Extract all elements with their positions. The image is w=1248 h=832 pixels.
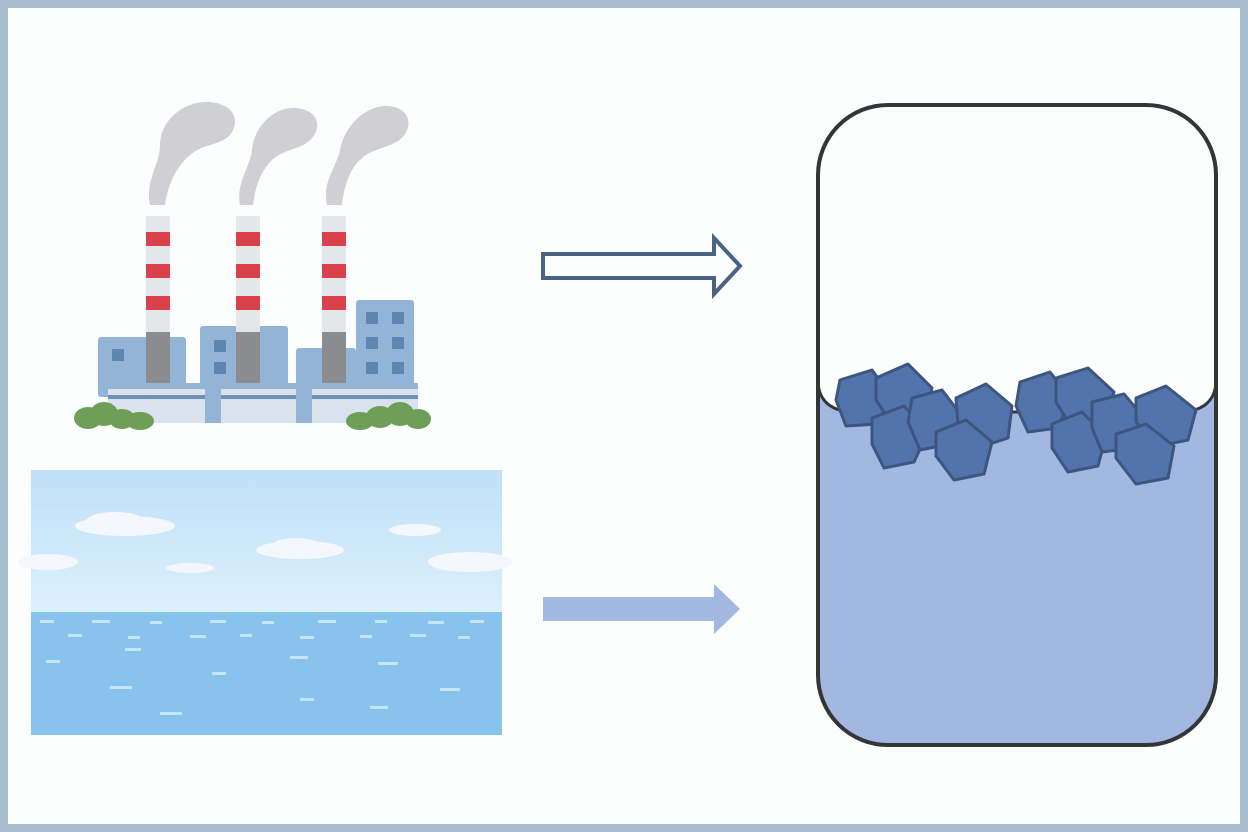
smoke-icon [148, 101, 409, 205]
filled-arrow-right-icon [543, 584, 740, 634]
cloud-icon [18, 512, 512, 573]
tank-liquid [818, 380, 1216, 745]
factory-icon [74, 101, 431, 430]
sea-icon [18, 470, 512, 735]
sea-ripples [40, 620, 484, 715]
outline-arrow-right-icon [541, 232, 743, 300]
tank-outline [816, 103, 1218, 747]
bush-icon [74, 402, 431, 430]
reaction-tank-icon [816, 103, 1218, 747]
chimney-icon [146, 216, 346, 386]
hexagon-particle-icon [834, 362, 1198, 486]
